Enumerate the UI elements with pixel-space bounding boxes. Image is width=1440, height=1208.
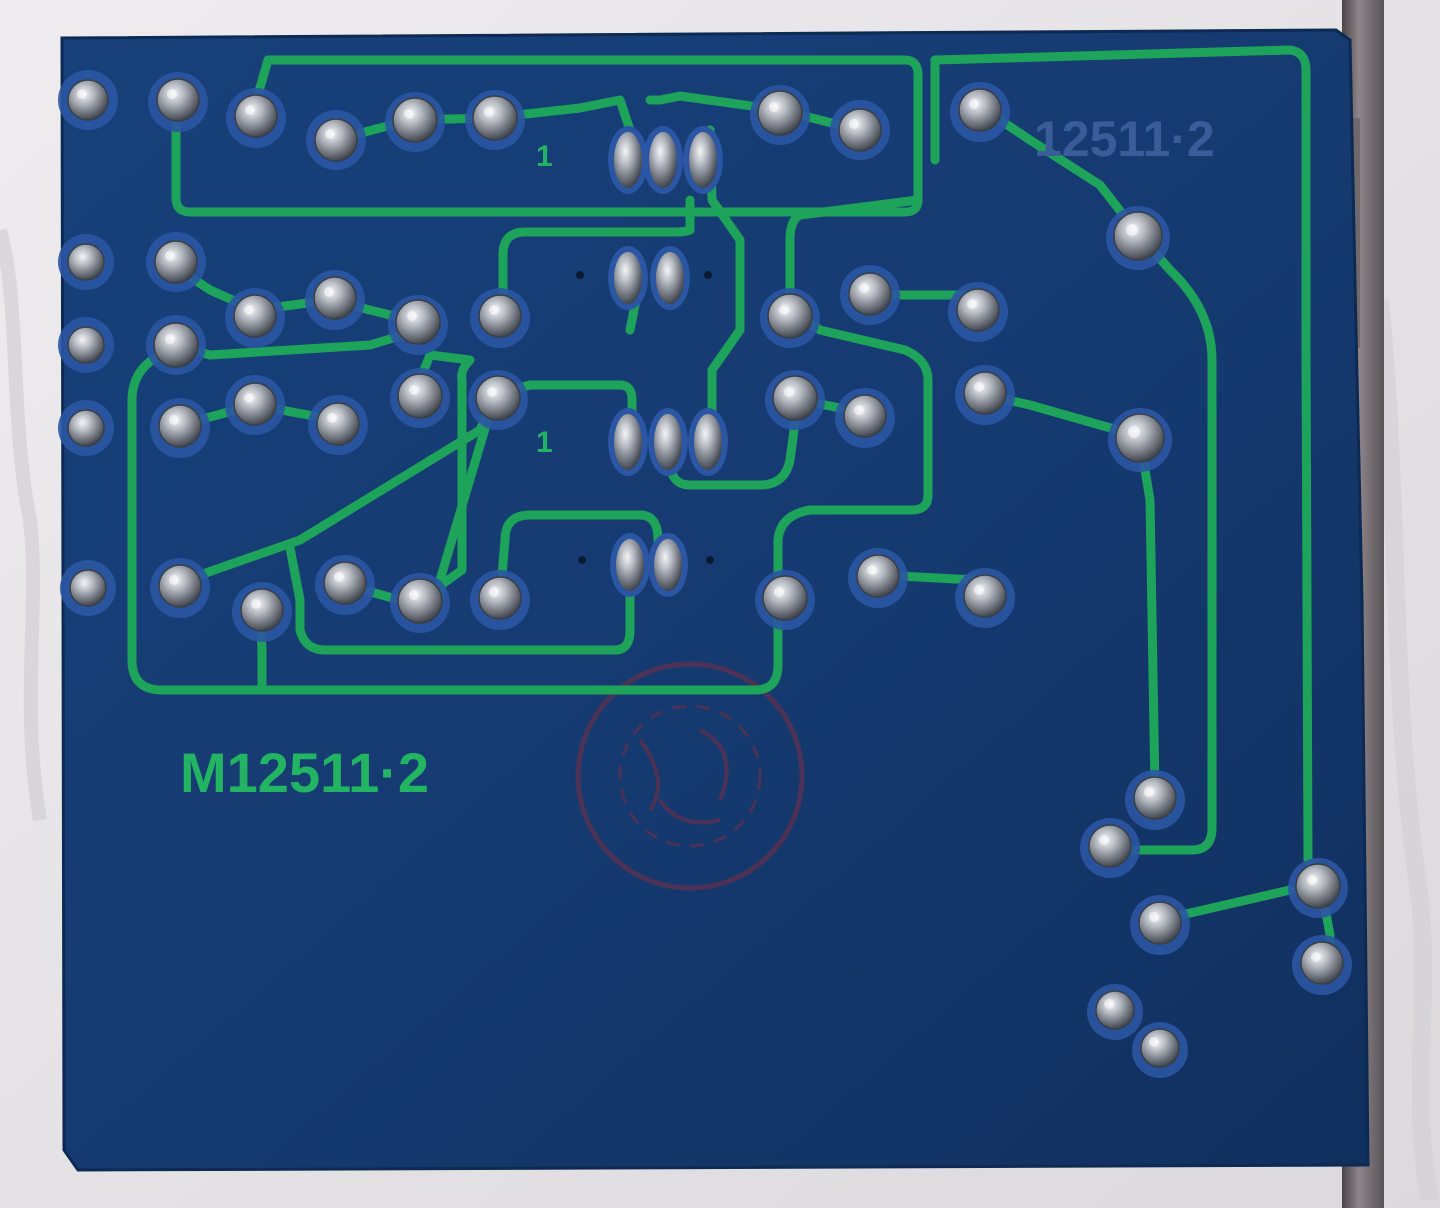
component-pads-lower	[578, 533, 714, 597]
pin1-marker: 1	[536, 140, 553, 173]
part-number-corner: 12511·2	[1034, 111, 1215, 167]
part-number-main: M12511·2	[180, 741, 429, 804]
cloth-fold	[1371, 299, 1439, 1202]
ic-pad-groups	[576, 126, 728, 597]
cloth-fold	[0, 228, 47, 822]
component-pads-top	[608, 126, 723, 194]
inspection-stamp	[575, 661, 805, 891]
solder-highlights	[77, 89, 1321, 1047]
component-pads-mid	[608, 408, 728, 476]
component-pads-upper-mid	[576, 246, 712, 310]
pin1-marker: 1	[536, 426, 553, 459]
